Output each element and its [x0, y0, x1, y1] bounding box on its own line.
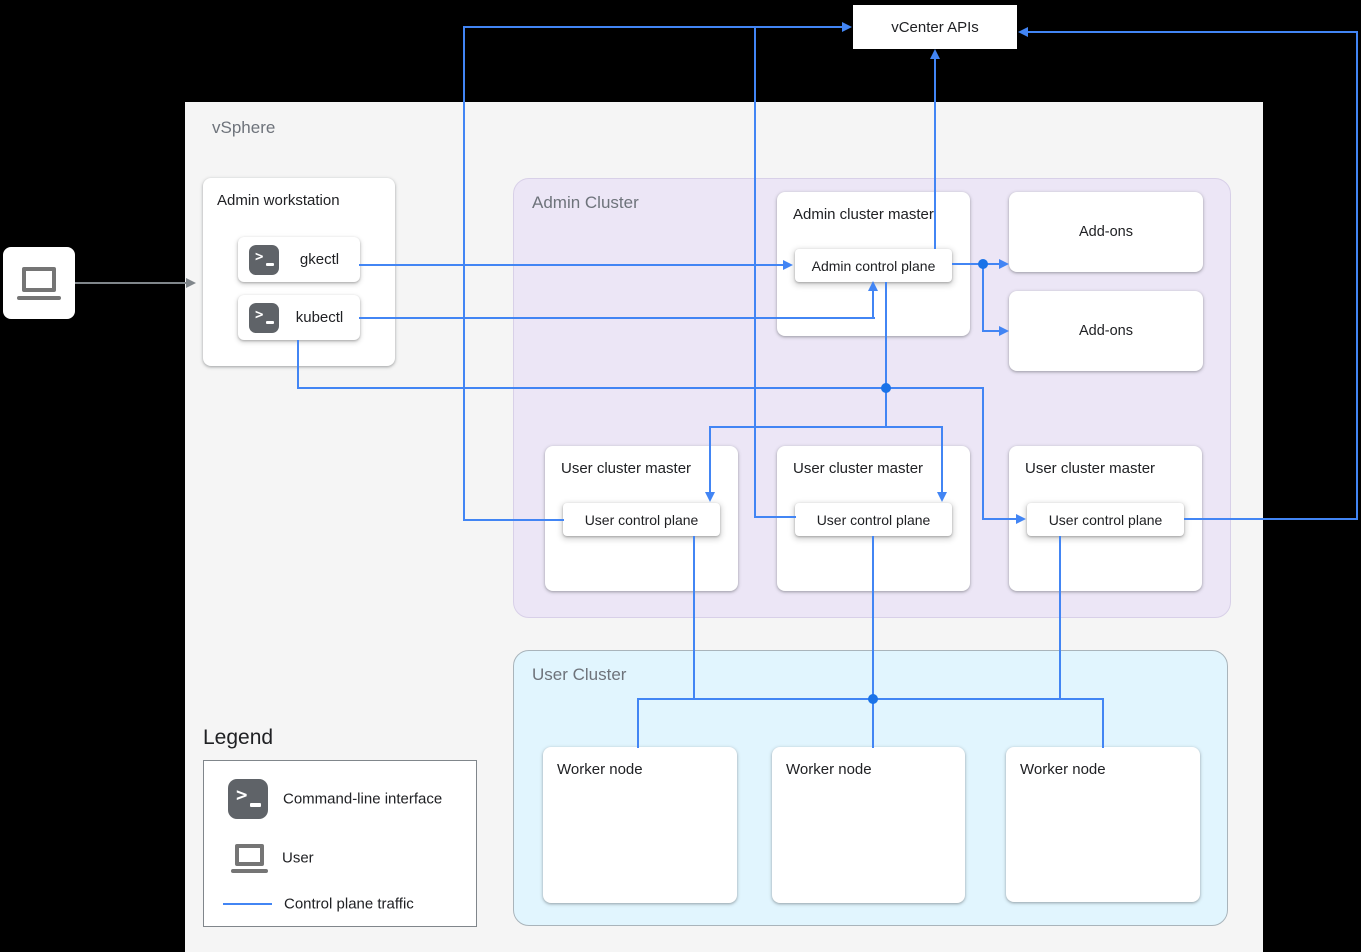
laptop-icon [17, 266, 61, 300]
gkectl-box: > gkectl [238, 237, 360, 282]
arrowhead-into-addons-1 [999, 259, 1009, 269]
edge-workstation-drop [297, 340, 299, 389]
arrowhead-up-into-admin-control-plane [868, 281, 878, 291]
arrowhead-into-user-control-plane-3 [1016, 514, 1026, 524]
arrowhead-into-admin-control-plane [783, 260, 793, 270]
edge-left-riser [463, 26, 465, 521]
edge-right-riser [1356, 31, 1358, 520]
legend-item-label: Command-line interface [283, 790, 443, 808]
arrowhead-into-user-control-plane-2 [937, 492, 947, 502]
user-control-plane-box: User control plane [1027, 503, 1184, 536]
control-plane-traffic-line-sample [223, 903, 272, 905]
worker-node-box: Worker node [1006, 747, 1200, 902]
junction-dot [868, 694, 878, 704]
arrowhead-up-into-vcenter [930, 49, 940, 59]
user-cluster-master-title: User cluster master [793, 460, 924, 477]
junction-dot [978, 259, 988, 269]
edge-user-cp-2-down [872, 536, 874, 748]
terminal-icon: > [249, 244, 279, 275]
edge-addons-branch [982, 264, 984, 331]
admin-workstation-title: Admin workstation [217, 192, 340, 209]
user-control-plane-box: User control plane [795, 503, 952, 536]
edge-to-worker-node-1 [637, 698, 639, 748]
edge-to-user-cp-2 [941, 426, 943, 492]
admin-workstation-box: Admin workstation > gkectl > kubectl [203, 178, 395, 366]
edge-admin-cp-down [885, 282, 887, 428]
arrowhead-into-user-control-plane-1 [705, 492, 715, 502]
kubectl-label: kubectl [295, 309, 344, 326]
user-cluster-label: User Cluster [532, 665, 627, 684]
edge-workstation-bus [297, 387, 984, 389]
addons-box: Add-ons [1009, 291, 1203, 371]
legend-title: Legend [203, 726, 274, 749]
edge-mid-riser [754, 26, 756, 518]
vcenter-apis-box: vCenter APIs [853, 5, 1017, 49]
arrowhead-into-addons-2 [999, 326, 1009, 336]
user-cluster-master-title: User cluster master [1025, 460, 1156, 477]
edge-top-to-vcenter [464, 26, 842, 28]
admin-control-plane-box: Admin control plane [795, 249, 952, 282]
arrowhead-into-vcenter-right [1018, 27, 1028, 37]
user-control-plane-box: User control plane [563, 503, 720, 536]
terminal-icon: > [249, 302, 279, 333]
edge-admin-cp-to-addons [952, 263, 1000, 265]
worker-node-box: Worker node [543, 747, 737, 903]
junction-dot [881, 383, 891, 393]
worker-node-title: Worker node [786, 761, 872, 778]
worker-node-title: Worker node [1020, 761, 1106, 778]
edge-to-addons-2 [982, 330, 999, 332]
edge-user-cp-3-right [1184, 518, 1358, 520]
admin-cluster-master-title: Admin cluster master [793, 206, 934, 223]
edge-to-worker-node-3 [1102, 698, 1104, 748]
addons-box: Add-ons [1009, 192, 1203, 272]
admin-cluster-label: Admin Cluster [532, 193, 639, 212]
user-cluster-master-title: User cluster master [561, 460, 692, 477]
edge-user-to-vsphere [75, 282, 188, 284]
laptop-icon [231, 844, 268, 873]
edge-user-cp-2-left [755, 516, 796, 518]
legend-item-label: User [282, 849, 314, 867]
legend-item-label: Control plane traffic [284, 895, 414, 913]
edge-user-cp-1-down [693, 536, 695, 699]
edge-to-user-cp-1 [709, 426, 711, 492]
edge-into-user-control-plane-3 [982, 518, 1016, 520]
edge-gkectl-to-admin-control-plane [359, 264, 783, 266]
vsphere-label: vSphere [212, 118, 276, 137]
gkectl-label: gkectl [299, 251, 340, 268]
edge-admin-cp-split [709, 426, 943, 428]
edge-kubectl-riser [872, 290, 874, 319]
legend-box: > Command-line interface User Control pl… [203, 760, 477, 927]
kubectl-box: > kubectl [238, 295, 360, 340]
user-box [3, 247, 75, 319]
edge-admin-cp-to-vcenter [934, 57, 936, 249]
edge-kubectl-to-admin-control-plane [359, 317, 875, 319]
terminal-icon: > [228, 779, 268, 819]
edge-user-cp-1-left [464, 519, 564, 521]
arrowhead-into-vsphere [186, 278, 196, 288]
worker-node-box: Worker node [772, 747, 965, 903]
worker-node-title: Worker node [557, 761, 643, 778]
edge-top-right-to-vcenter [1028, 31, 1358, 33]
edge-bus-drop-right [982, 387, 984, 520]
edge-user-cp-3-down [1059, 536, 1061, 699]
arrowhead-into-vcenter-left [842, 22, 852, 32]
